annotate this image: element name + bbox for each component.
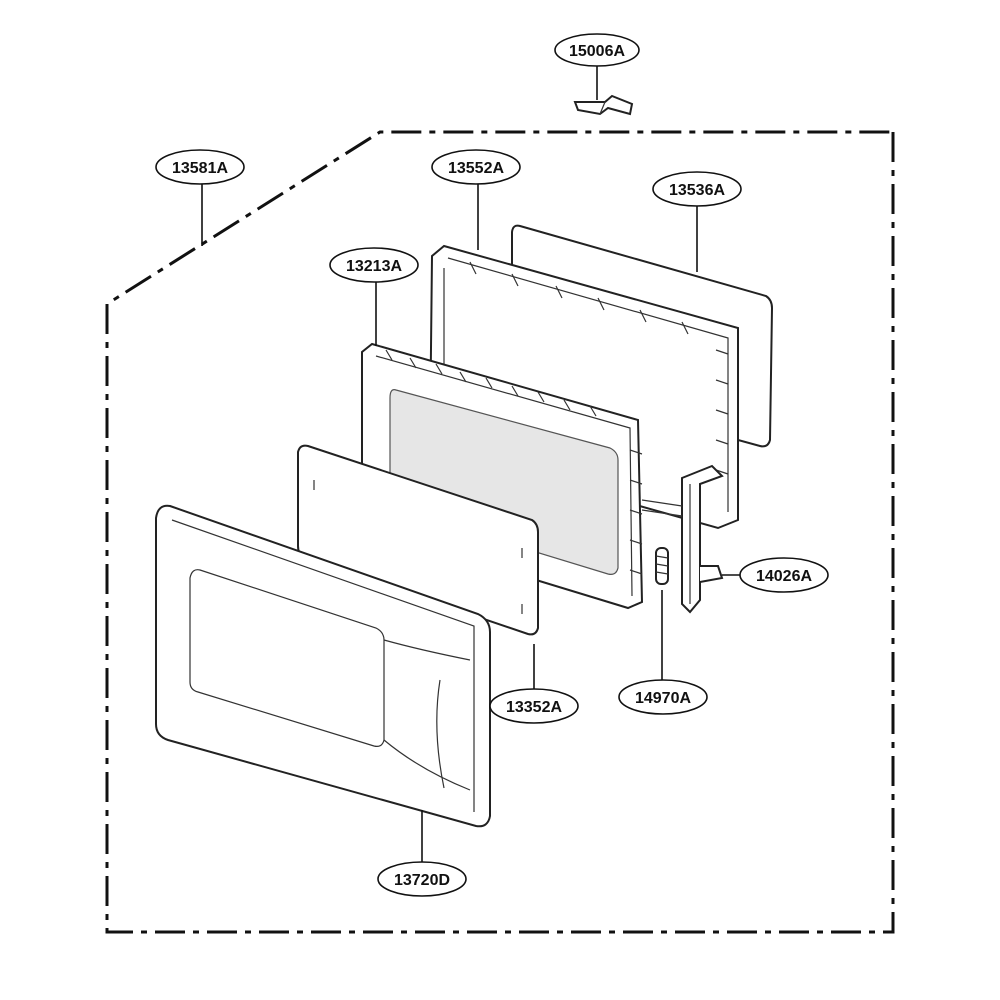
- callout-text: 13552A: [448, 160, 504, 177]
- part-spring: [655, 547, 669, 585]
- callout-text: 14970A: [635, 690, 691, 707]
- callout-13213A: 13213A: [329, 247, 419, 283]
- callout-13536A: 13536A: [652, 171, 742, 207]
- callout-text: 13720D: [394, 872, 450, 889]
- callout-text: 13581A: [172, 160, 228, 177]
- callout-13720D: 13720D: [377, 861, 467, 897]
- part-latch: [641, 464, 724, 614]
- assembly-boundary: [105, 130, 895, 934]
- callout-text: 13536A: [669, 182, 725, 199]
- callout-14970A: 14970A: [618, 679, 708, 715]
- callout-13581A: 13581A: [155, 149, 245, 185]
- callout-text: 13352A: [506, 699, 562, 716]
- callout-15006A: 15006A: [554, 33, 640, 67]
- callout-13352A: 13352A: [489, 688, 579, 724]
- callout-13552A: 13552A: [431, 149, 521, 185]
- part-door-screen: [297, 444, 539, 636]
- callout-text: 15006A: [569, 43, 625, 60]
- callout-14026A: 14026A: [739, 557, 829, 593]
- callout-text: 13213A: [346, 258, 402, 275]
- part-door-front: [155, 504, 491, 828]
- callout-text: 14026A: [756, 568, 812, 585]
- part-bracket: [573, 94, 634, 116]
